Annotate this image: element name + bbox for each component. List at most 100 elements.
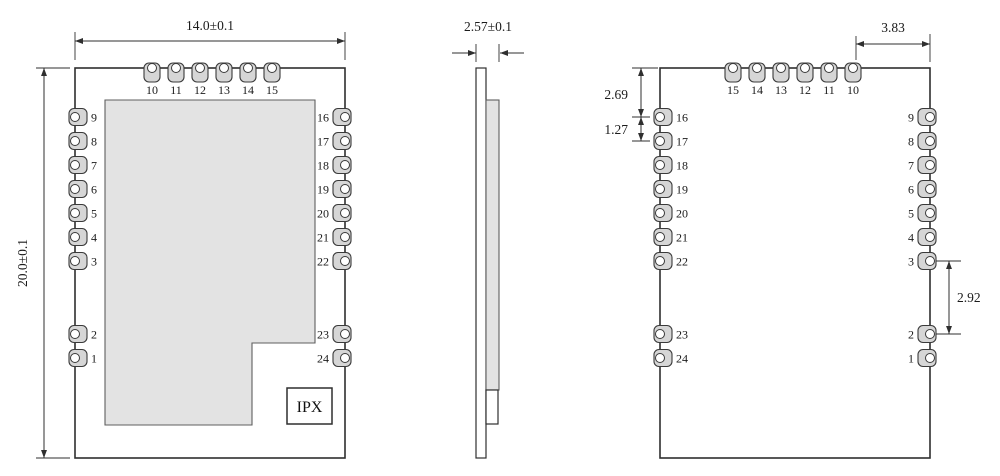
pin-number: 17 (317, 135, 329, 149)
castellation-notch (70, 136, 80, 146)
castellation-notch (70, 208, 80, 218)
dim-thickness-label: 2.57±0.1 (464, 19, 512, 34)
castellation-notch (800, 63, 810, 73)
dim-height: 20.0±0.1 (15, 67, 70, 459)
pin-number: 16 (676, 111, 688, 125)
dim-pitch-label: 1.27 (604, 122, 628, 137)
pin-number: 19 (317, 183, 329, 197)
castellation-notch (655, 329, 665, 339)
castellation-notch (925, 160, 935, 170)
pin-number: 17 (676, 135, 688, 149)
pin-number: 2 (91, 328, 97, 342)
castellation-notch (70, 329, 80, 339)
dim-thickness: 2.57±0.1 (452, 19, 524, 62)
castellation-notch (219, 63, 229, 73)
pin-number: 10 (146, 83, 158, 97)
pin-number: 4 (91, 231, 97, 245)
pin-number: 1 (908, 352, 914, 366)
side-pcb (475, 67, 487, 459)
pin-number: 6 (908, 183, 914, 197)
castellation-notch (925, 256, 935, 266)
castellation-notch (70, 256, 80, 266)
pin-number: 12 (799, 83, 811, 97)
pin-number: 21 (317, 231, 329, 245)
castellation-notch (925, 112, 935, 122)
castellation-notch (340, 353, 350, 363)
pin-number: 2 (908, 328, 914, 342)
pin-number: 15 (727, 83, 739, 97)
castellation-notch (655, 208, 665, 218)
pin-number: 22 (317, 255, 329, 269)
castellation-notch (655, 184, 665, 194)
pin-number: 11 (823, 83, 835, 97)
pin-number: 5 (91, 207, 97, 221)
side-shield (485, 99, 500, 391)
pin-number: 10 (847, 83, 859, 97)
back-module-outline (659, 67, 931, 459)
dim-first-pad-offset: 2.69 (604, 67, 658, 118)
dim-width-label: 14.0±0.1 (186, 18, 234, 33)
castellation-notch (340, 256, 350, 266)
castellation-notch (925, 353, 935, 363)
castellation-notch (925, 232, 935, 242)
castellation-notch (70, 184, 80, 194)
castellation-notch (70, 232, 80, 242)
pin-number: 21 (676, 231, 688, 245)
dim-corner-offset-label: 3.83 (881, 20, 905, 35)
castellation-notch (655, 112, 665, 122)
castellation-notch (340, 160, 350, 170)
castellation-notch (340, 208, 350, 218)
pin-number: 8 (91, 135, 97, 149)
dim-pad-gap: 2.92 (936, 260, 981, 335)
castellation-notch (243, 63, 253, 73)
pin-number: 11 (170, 83, 182, 97)
dim-height-label: 20.0±0.1 (15, 239, 30, 287)
castellation-notch (70, 112, 80, 122)
castellation-notch (147, 63, 157, 73)
dim-corner-offset: 3.83 (855, 20, 931, 62)
castellation-notch (340, 329, 350, 339)
ipx-label: IPX (297, 399, 323, 416)
pin-number: 3 (91, 255, 97, 269)
castellation-notch (340, 112, 350, 122)
pin-number: 15 (266, 83, 278, 97)
castellation-notch (655, 160, 665, 170)
side-ipx-connector (485, 389, 499, 425)
pin-number: 23 (317, 328, 329, 342)
dim-pitch: 1.27 (604, 117, 650, 142)
pin-number: 14 (242, 83, 254, 97)
castellation-notch (848, 63, 858, 73)
castellation-notch (195, 63, 205, 73)
castellation-notch (728, 63, 738, 73)
castellation-notch (925, 329, 935, 339)
pin-number: 5 (908, 207, 914, 221)
pin-number: 22 (676, 255, 688, 269)
pin-number: 16 (317, 111, 329, 125)
pin-number: 6 (91, 183, 97, 197)
castellation-notch (340, 136, 350, 146)
pin-number: 1 (91, 352, 97, 366)
pin-number: 18 (317, 159, 329, 173)
pin-number: 9 (908, 111, 914, 125)
castellation-notch (655, 256, 665, 266)
pin-number: 7 (908, 159, 914, 173)
pin-number: 19 (676, 183, 688, 197)
castellation-notch (267, 63, 277, 73)
front-shield-region (104, 99, 316, 426)
dim-first-pad-label: 2.69 (604, 87, 628, 102)
pin-number: 4 (908, 231, 914, 245)
castellation-notch (340, 184, 350, 194)
dim-width: 14.0±0.1 (74, 18, 346, 60)
castellation-notch (171, 63, 181, 73)
ipx-connector-box (286, 387, 333, 425)
pin-number: 12 (194, 83, 206, 97)
pin-number: 9 (91, 111, 97, 125)
pin-number: 20 (676, 207, 688, 221)
castellation-notch (655, 353, 665, 363)
